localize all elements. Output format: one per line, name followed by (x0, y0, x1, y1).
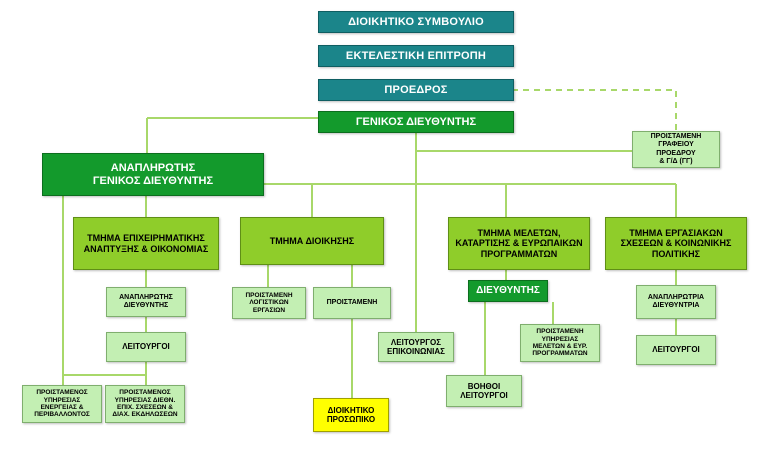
deputy-general-director-box: ΑΝΑΠΛΗΡΩΤΗΣ ΓΕΝΙΚΟΣ ΔΙΕΥΘΥΝΤΗΣ (42, 153, 264, 196)
labour-deputy-director-box: ΑΝΑΠΛΗΡΩΤΡΙΑ ΔΙΕΥΘΥΝΤΡΙΑ (636, 285, 716, 319)
dept-labour-box: ΤΜΗΜΑ ΕΡΓΑΣΙΑΚΩΝ ΣΧΕΣΕΩΝ & ΚΟΙΝΩΝΙΚΗΣ ΠΟ… (605, 217, 747, 270)
head-energy-box: ΠΡΟΙΣΤΑΜΕΝΟΣ ΥΠΗΡΕΣΙΑΣ ΕΝΕΡΓΕΙΑΣ & ΠΕΡΙΒ… (22, 385, 102, 423)
assistant-officers-box: ΒΟΗΘΟΙ ΛΕΙΤΟΥΡΓΟΙ (446, 375, 522, 407)
head-accounting-box: ΠΡΟΙΣΤΑΜΕΝΗ ΛΟΓΙΣΤΙΚΩΝ ΕΡΓΑΣΙΩΝ (232, 287, 306, 319)
business-deputy-director-box: ΑΝΑΠΛΗΡΩΤΗΣ ΔΙΕΥΘΥΝΤΗΣ (106, 287, 186, 317)
communications-officer-box: ΛΕΙΤΟΥΡΓΟΣ ΕΠΙΚΟΙΝΩΝΙΑΣ (378, 332, 454, 362)
studies-director-box: ΔΙΕΥΘΥΝΤΗΣ (468, 280, 548, 302)
dept-business-box: ΤΜΗΜΑ ΕΠΙΧΕΙΡΗΜΑΤΙΚΗΣ ΑΝΑΠΤΥΞΗΣ & ΟΙΚΟΝΟ… (73, 217, 219, 270)
connector-president-office-dashed (512, 89, 677, 131)
head-studies-box: ΠΡΟΙΣΤΑΜΕΝΗ ΥΠΗΡΕΣΙΑΣ ΜΕΛΕΤΩΝ & ΕΥΡ. ΠΡΟ… (520, 324, 600, 362)
dept-studies-box: ΤΜΗΜΑ ΜΕΛΕΤΩΝ, ΚΑΤΑΡΤΙΣΗΣ & ΕΥΡΩΠΑΙΚΩΝ Π… (448, 217, 590, 270)
general-director-box: ΓΕΝΙΚΟΣ ΔΙΕΥΘΥΝΤΗΣ (318, 111, 514, 133)
dept-administration-box: ΤΜΗΜΑ ΔΙΟΙΚΗΣΗΣ (240, 217, 384, 265)
board-box: ΔΙΟΙΚΗΤΙΚΟ ΣΥΜΒΟΥΛΙΟ (318, 11, 514, 33)
labour-officers-box: ΛΕΙΤΟΥΡΓΟΙ (636, 335, 716, 365)
head-international-box: ΠΡΟΙΣΤΑΜΕΝΟΣ ΥΠΗΡΕΣΙΑΣ ΔΙΕΘΝ. ΕΠΙΧ. ΣΧΕΣ… (105, 385, 185, 423)
business-officers-box: ΛΕΙΤΟΥΡΓΟΙ (106, 332, 186, 362)
admin-staff-box: ΔΙΟΙΚΗΤΙΚΟ ΠΡΟΣΩΠΙΚΟ (313, 398, 389, 432)
executive-committee-box: ΕΚΤΕΛΕΣΤΙΚΗ ΕΠΙΤΡΟΠΗ (318, 45, 514, 67)
president-box: ΠΡΟΕΔΡΟΣ (318, 79, 514, 101)
president-office-head-box: ΠΡΟΙΣΤΑΜΕΝΗ ΓΡΑΦΕΙΟΥ ΠΡΟΕΔΡΟΥ & Γ/Δ (ΓΓ) (632, 131, 720, 168)
head-admin-box: ΠΡΟΙΣΤΑΜΕΝΗ (313, 287, 391, 319)
